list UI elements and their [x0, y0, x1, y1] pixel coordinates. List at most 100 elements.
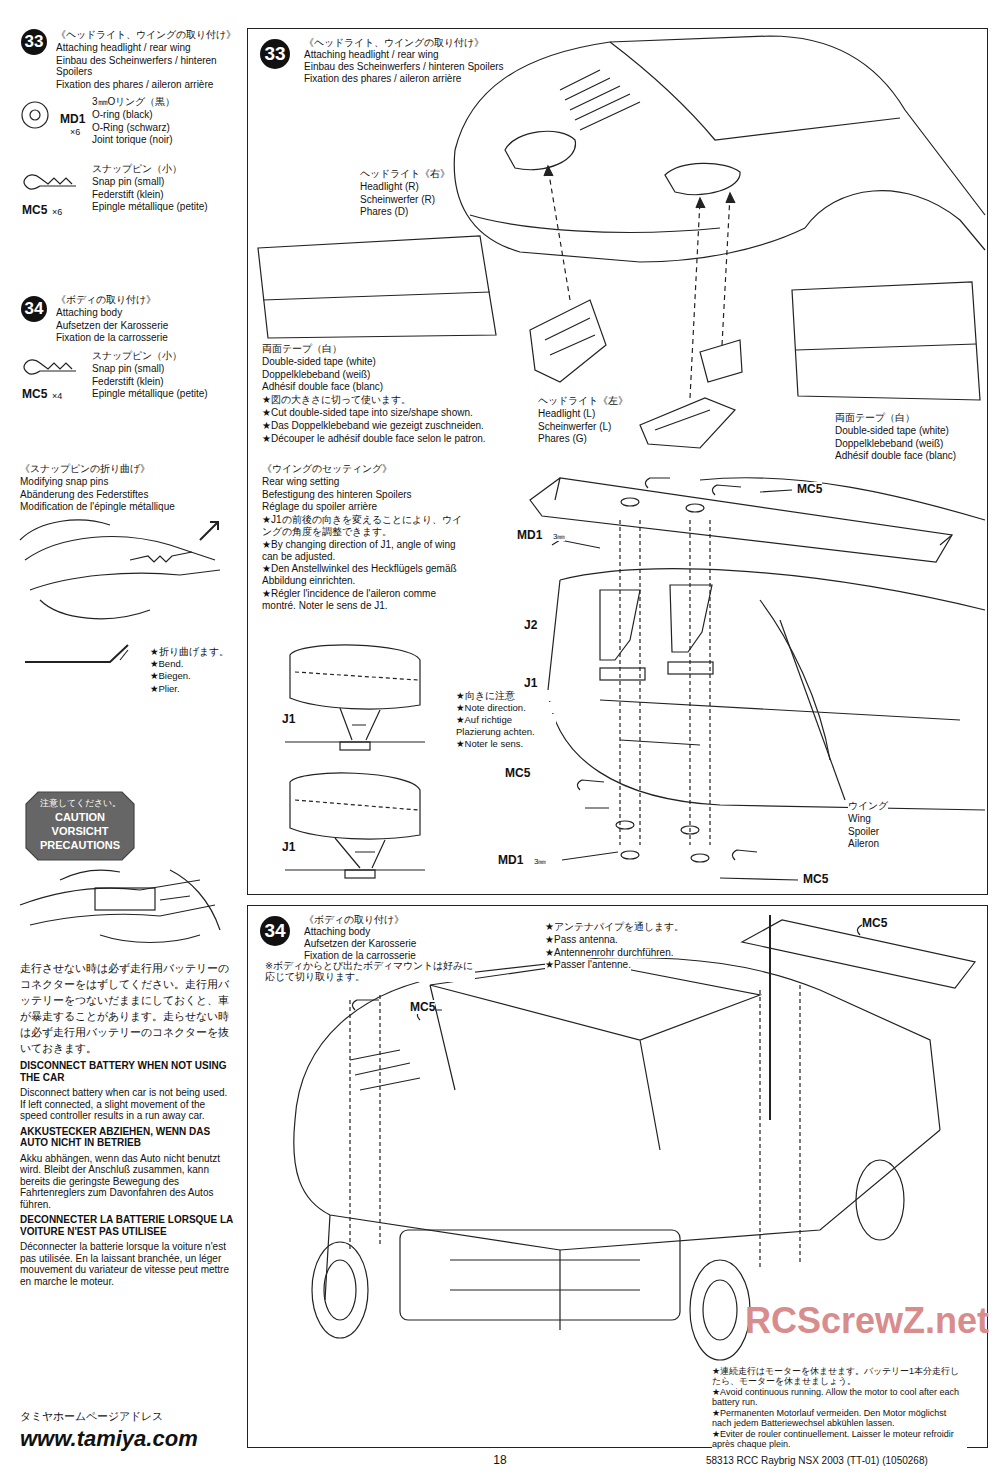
label-text: Attaching headlight / rear wing	[56, 42, 241, 54]
label-text: ★Note direction.	[456, 702, 556, 713]
step-heading: Attaching headlight / rear wing	[304, 49, 439, 61]
callout-number: 33	[21, 29, 47, 55]
label-text: ※ボディからとび出たボディマウントは好みに応じて切り取ります。	[265, 960, 475, 982]
part-code: DECONNECTER LA BATTERIE LORSQUE LA VOITU…	[20, 1214, 235, 1237]
tape-and-headlights	[258, 166, 980, 448]
label-text: タミヤホームページアドレス	[20, 1410, 163, 1423]
part-code: MC5	[797, 482, 822, 496]
label-text: ★Das Doppelklebeband wie gezeigt zuschne…	[262, 420, 484, 432]
step-heading: 《ヘッドライト、ウイングの取り付け》	[304, 37, 484, 49]
label-text: Snap pin (small)	[92, 176, 164, 188]
caution-text: 注意してください。	[30, 798, 130, 809]
label-text: ウイング	[848, 800, 888, 812]
wing-angle-diagrams	[285, 645, 425, 878]
label-text: 3㎜	[534, 857, 546, 866]
part-code: MC5	[862, 916, 887, 930]
label-text: 《ウイングのセッティング》	[262, 463, 467, 475]
label-text: Modifying snap pins	[20, 476, 235, 488]
part-code: J2	[524, 618, 537, 632]
label-text: ★Avoid continuous running. Allow the mot…	[712, 1387, 967, 1407]
label-text: Attaching body	[56, 307, 241, 319]
label-text: ×4	[52, 391, 62, 402]
watermark: RCScrewZ.net	[745, 1300, 989, 1343]
label-text: スナップピン（小）	[92, 350, 182, 362]
label-text: ★J1の前後の向きを変えることにより、ウイングの角度を調整できます。	[262, 514, 467, 538]
caution-text: CAUTION	[30, 811, 130, 824]
part-code: AKKUSTECKER ABZIEHEN, WENN DAS AUTO NICH…	[20, 1126, 235, 1149]
label-text: Modification de l'épingle métallique	[20, 501, 235, 513]
label-text: Spoiler	[848, 826, 879, 838]
caution-text: VORSICHT	[30, 825, 130, 838]
battery-connector-drawing	[20, 870, 220, 943]
web-address: www.tamiya.com	[20, 1426, 198, 1452]
label-text: ★図の大きさに切って使います。	[262, 394, 411, 406]
step-heading: 《ボディの取り付け》	[304, 914, 404, 926]
label-text: Réglage du spoiler arrière	[262, 501, 467, 513]
label-text: 両面テープ（白）	[262, 343, 342, 355]
label-text: ★Permanenten Motorlauf vermeiden. Den Mo…	[712, 1408, 967, 1428]
label-text: ×6	[70, 127, 80, 138]
label-text: ヘッドライト《右》	[360, 168, 450, 180]
label-text: Akku abhängen, wenn das Auto nicht benut…	[20, 1153, 235, 1211]
label-text: O-Ring (schwarz)	[92, 122, 170, 134]
label-text: 《スナップピンの折り曲げ》	[20, 463, 235, 475]
label-text: Disconnect battery when car is not being…	[20, 1087, 235, 1122]
label-text: O-ring (black)	[92, 109, 153, 121]
label-text: Doppelklebeband (weiß)	[835, 438, 943, 450]
label-text: ★Auf richtige Plazierung achten.	[456, 714, 556, 736]
part-code: DISCONNECT BATTERY WHEN NOT USING THE CA…	[20, 1060, 235, 1083]
label-text: ★Antennenrohr durchführen.	[545, 947, 674, 959]
part-code: MD1	[498, 853, 523, 867]
callout-number: 34	[21, 296, 47, 322]
label-text: Epingle métallique (petite)	[92, 388, 208, 400]
part-code: MD1	[517, 528, 542, 542]
label-text: ★Eviter de rouler continuellement. Laiss…	[712, 1429, 967, 1449]
label-text: ★Pass antenna.	[545, 934, 618, 946]
label-text: ヘッドライト《左》	[538, 395, 628, 407]
label-text: Snap pin (small)	[92, 363, 164, 375]
label-text: ★Passer l'antenne.	[545, 959, 631, 971]
label-text: Headlight (L)	[538, 408, 595, 420]
label-text: ★Cut double-sided tape into size/shape s…	[262, 407, 473, 419]
part-code: J1	[524, 676, 537, 690]
label-text: 3㎜	[553, 532, 565, 541]
step-number: 34	[260, 916, 290, 946]
label-text: ★Plier.	[150, 683, 180, 694]
label-text: 《ヘッドライト、ウイングの取り付け》	[56, 29, 241, 41]
label-text: Befestigung des hinteren Spoilers	[262, 489, 467, 501]
label-text: ★Noter le sens.	[456, 738, 556, 749]
label-text: Déconnecter la batterie lorsque la voitu…	[20, 1241, 235, 1287]
label-text: Double-sided tape (white)	[262, 356, 376, 368]
label-text: ★連続走行はモーターを休ませます。バッテリー1本分走行したら、モーターを休ませま…	[712, 1366, 967, 1386]
label-text: Wing	[848, 813, 871, 825]
caution-text: PRECAUTIONS	[30, 839, 130, 852]
label-text: Fixation des phares / aileron arrière	[56, 79, 241, 91]
part-code: MC5	[22, 203, 47, 217]
rear-wing-drawing	[530, 478, 985, 880]
label-text: Adhésif double face (blanc)	[262, 381, 383, 393]
label-text: Epingle métallique (petite)	[92, 201, 208, 213]
car-front-drawing	[454, 36, 985, 262]
label-text: 58313 RCC Raybrig NSX 2003 (TT-01) (1050…	[706, 1455, 928, 1467]
label-text: 両面テープ（白）	[835, 412, 915, 424]
label-text: Federstift (klein)	[92, 189, 164, 201]
label-text: 《ボディの取り付け》	[56, 294, 241, 306]
label-text: ×6	[52, 207, 62, 218]
page-number: 18	[480, 1453, 520, 1467]
label-text: スナップピン（小）	[92, 163, 182, 175]
label-text: Headlight (R)	[360, 181, 419, 193]
part-code: MC5	[410, 1000, 435, 1014]
step-heading: Einbau des Scheinwerfers / hinteren Spoi…	[304, 61, 504, 73]
caution-badge	[26, 792, 134, 860]
label-text: Fixation de la carrosserie	[56, 332, 241, 344]
label-text: Abänderung des Federstiftes	[20, 489, 235, 501]
label-text: ★向きに注意	[456, 690, 556, 701]
label-text: ★Biegen.	[150, 670, 191, 681]
label-text: Doppelklebeband (weiß)	[262, 369, 370, 381]
step-heading: Fixation des phares / aileron arrière	[304, 73, 461, 85]
pliers-drawing	[20, 520, 220, 662]
label-text: 走行させない時は必ず走行用バッテリーのコネクターをはずしてください。走行用バッテ…	[20, 960, 235, 1056]
label-text: Phares (D)	[360, 206, 408, 218]
part-code: MC5	[22, 387, 47, 401]
label-text: Joint torique (noir)	[92, 134, 173, 146]
